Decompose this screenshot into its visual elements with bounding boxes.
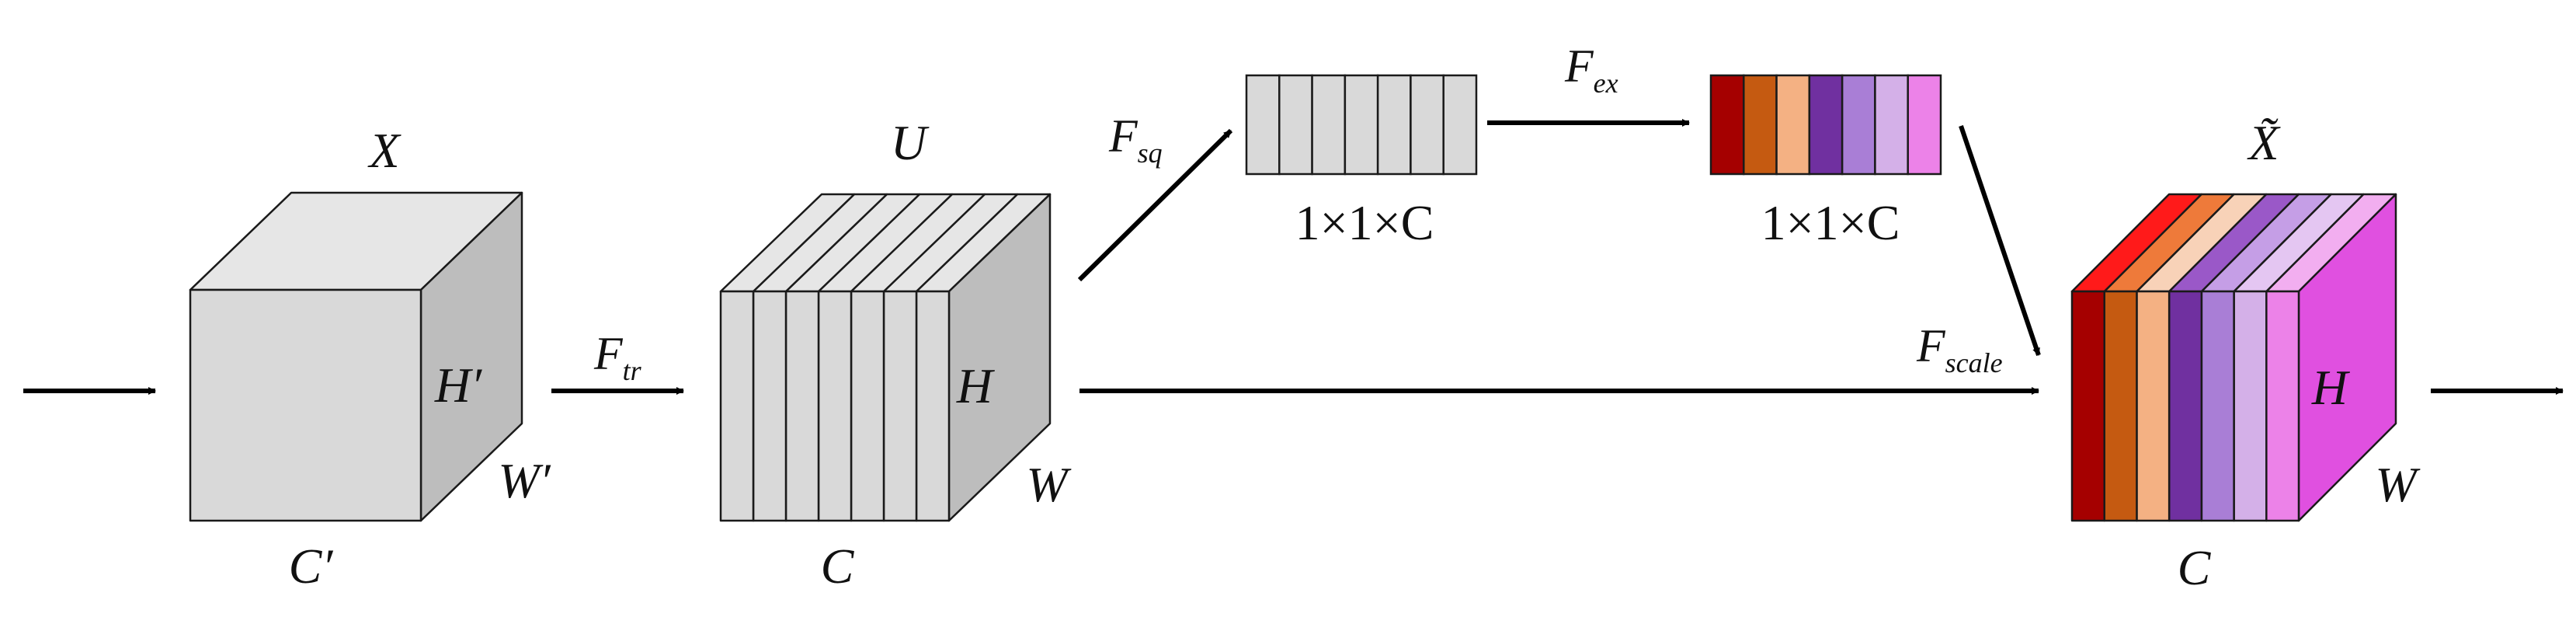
out-slice-front-3	[2136, 290, 2171, 522]
arrow-f-sq	[1077, 128, 1233, 282]
u-slice-front-4	[817, 290, 853, 522]
f-scale-base: F	[1916, 320, 1946, 371]
label-x-tilde: X̃	[2246, 115, 2281, 170]
out-slice-front-1	[2070, 290, 2105, 522]
excitation-vector	[1709, 74, 1942, 176]
excite-cell-1	[1709, 74, 1745, 176]
u-slice-front-6	[882, 290, 918, 522]
label-u: U	[891, 115, 930, 170]
excite-cell-5	[1841, 74, 1876, 176]
f-tr-base: F	[593, 328, 624, 379]
input-cube-x	[189, 191, 523, 522]
out-slice-front-6	[2233, 290, 2268, 522]
label-f-ex: Fex	[1564, 40, 1618, 99]
label-squeeze-dim: 1×1×C	[1295, 195, 1434, 250]
f-ex-sub: ex	[1594, 68, 1618, 99]
excite-cell-2	[1743, 74, 1778, 176]
out-slice-front-7	[2265, 290, 2300, 522]
input-cube-front-face	[189, 288, 422, 522]
label-c-u: C	[821, 539, 855, 594]
excite-cell-3	[1775, 74, 1811, 176]
squeeze-cell-4	[1344, 74, 1379, 176]
f-ex-base: F	[1564, 40, 1594, 92]
f-scale-sub: scale	[1945, 347, 2003, 378]
label-h-prime: H′	[434, 357, 482, 413]
arrow-scale-weights	[1959, 125, 2041, 356]
u-slice-front-2	[752, 290, 787, 522]
u-slice-front-3	[784, 290, 820, 522]
excite-cell-7	[1907, 74, 1942, 176]
output-cube-x-tilde	[2070, 193, 2397, 522]
label-x: X	[367, 123, 402, 178]
f-sq-sub: sq	[1138, 138, 1163, 169]
label-c-out: C	[2178, 540, 2212, 595]
label-h-u: H	[956, 358, 996, 413]
f-tr-sub: tr	[623, 355, 642, 386]
squeeze-cell-7	[1442, 74, 1478, 176]
excite-cell-4	[1808, 74, 1844, 176]
squeeze-cell-1	[1245, 74, 1281, 176]
squeeze-cell-6	[1410, 74, 1444, 176]
label-f-sq: Fsq	[1108, 110, 1163, 169]
squeeze-vector	[1245, 74, 1478, 176]
excite-cell-6	[1874, 74, 1909, 176]
label-h-out: H	[2311, 360, 2351, 415]
u-slice-front-5	[850, 290, 885, 522]
label-w-u: W	[1026, 457, 1072, 512]
u-slice-front-1	[719, 290, 755, 522]
squeeze-cell-5	[1376, 74, 1412, 176]
label-w-out: W	[2375, 457, 2421, 512]
out-slice-front-4	[2168, 290, 2203, 522]
out-slice-front-2	[2103, 290, 2138, 522]
out-slice-front-5	[2200, 290, 2235, 522]
label-f-tr: Ftr	[593, 328, 642, 386]
label-w-prime: W′	[498, 453, 551, 508]
f-sq-base: F	[1108, 110, 1139, 162]
label-excite-dim: 1×1×C	[1761, 195, 1900, 250]
u-slice-front-7	[915, 290, 951, 522]
feature-map-u	[719, 193, 1052, 522]
squeeze-cell-2	[1278, 74, 1313, 176]
label-f-scale: Fscale	[1916, 320, 2003, 378]
squeeze-cell-3	[1311, 74, 1347, 176]
label-c-prime: C′	[289, 539, 334, 594]
